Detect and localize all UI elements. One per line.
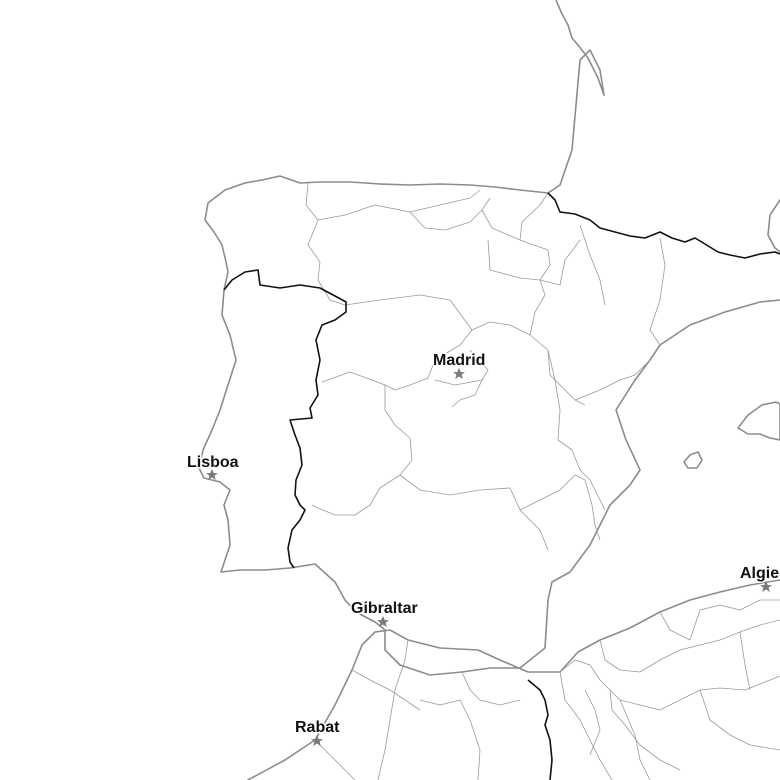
balearic-ibiza-coastline bbox=[683, 451, 703, 469]
city-rabat-label: Rabat bbox=[295, 719, 340, 736]
city-lisboa-label: Lisboa bbox=[187, 454, 239, 471]
star-icon bbox=[760, 581, 772, 592]
city-rabat[interactable]: Rabat bbox=[294, 718, 342, 746]
city-gibraltar-label: Gibraltar bbox=[351, 600, 418, 617]
star-icon bbox=[311, 735, 323, 746]
city-marker-layer: Madrid Lisboa Gibraltar Rabat Algie bbox=[186, 351, 780, 746]
city-algie-label: Algie bbox=[740, 565, 779, 582]
city-madrid-label: Madrid bbox=[433, 352, 485, 369]
africa-coastline bbox=[247, 579, 780, 780]
brittany-estuary-coastline bbox=[555, 0, 605, 96]
city-lisboa[interactable]: Lisboa bbox=[186, 453, 240, 480]
spain-france-border bbox=[547, 192, 780, 259]
city-madrid[interactable]: Madrid bbox=[432, 351, 487, 379]
iberia-coastline bbox=[198, 175, 780, 676]
france-atlantic-coastline bbox=[547, 49, 605, 194]
portugal-spain-border bbox=[223, 269, 347, 569]
region-border-layer bbox=[305, 182, 666, 551]
morocco-algeria-border bbox=[527, 679, 553, 780]
sardinia-edge-coastline bbox=[767, 199, 780, 253]
africa-region-border-layer bbox=[314, 599, 780, 780]
balearic-mallorca-coastline bbox=[737, 401, 780, 441]
star-icon bbox=[453, 368, 465, 379]
coastline-layer bbox=[198, 0, 780, 780]
star-icon bbox=[377, 616, 389, 627]
city-gibraltar[interactable]: Gibraltar bbox=[350, 599, 419, 627]
city-algie[interactable]: Algie bbox=[739, 564, 780, 592]
country-border-layer bbox=[223, 192, 780, 780]
star-icon bbox=[206, 469, 218, 480]
